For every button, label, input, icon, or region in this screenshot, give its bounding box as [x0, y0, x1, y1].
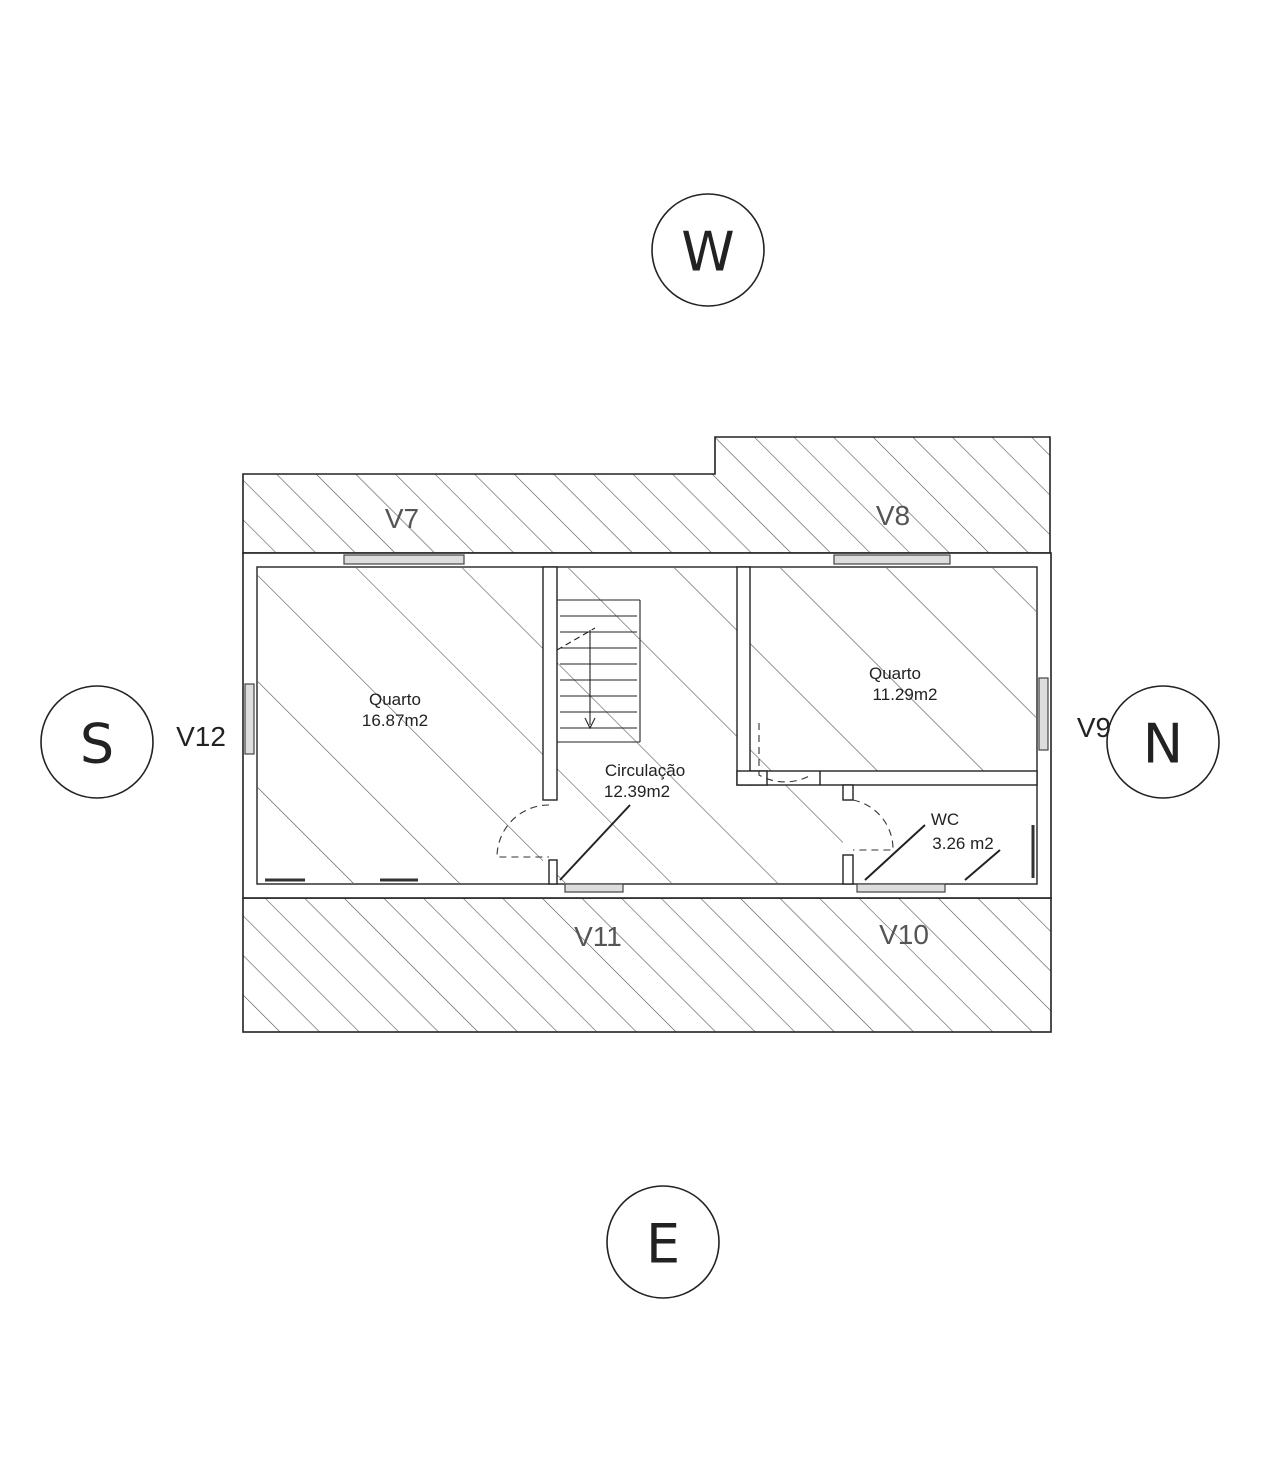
window-v11 — [564, 883, 624, 893]
room-hatching — [258, 568, 1036, 883]
compass-east-label: E — [646, 1213, 680, 1276]
window-v8 — [833, 554, 951, 565]
window-label-v10: V10 — [879, 919, 929, 950]
compass-west-label: W — [681, 221, 734, 284]
room-quarto-right-name: Quarto — [869, 664, 921, 683]
window-v9 — [1038, 677, 1049, 751]
bottom-hatched-area — [242, 897, 1052, 1033]
compass-west: W — [651, 193, 765, 307]
room-circulacao-area: 12.39m2 — [604, 782, 670, 801]
door-swings — [496, 723, 894, 858]
window-v12 — [244, 683, 255, 755]
room-quarto-right: Quarto 11.29m2 — [869, 664, 937, 704]
window-label-v8: V8 — [876, 500, 910, 531]
compass-north: N — [1106, 685, 1220, 799]
leader-lines — [559, 804, 1001, 881]
windows — [244, 554, 1049, 893]
window-label-v11: V11 — [574, 921, 622, 952]
compass-north-label: N — [1143, 713, 1183, 776]
room-wc-area: 3.26 m2 — [932, 834, 993, 853]
room-quarto-right-area: 11.29m2 — [873, 685, 938, 704]
room-wc-name: WC — [931, 810, 959, 829]
window-v10 — [856, 883, 946, 893]
room-circulacao: Circulação 12.39m2 — [604, 761, 685, 801]
window-v7 — [343, 554, 465, 565]
room-quarto-left-area: 16.87m2 — [362, 711, 428, 730]
top-hatched-area — [242, 436, 1051, 554]
compass-south: S — [40, 685, 154, 799]
compass-south-label: S — [80, 713, 114, 776]
room-wc: WC 3.26 m2 — [931, 810, 994, 853]
room-quarto-left: Quarto 16.87m2 — [362, 690, 428, 730]
interior-walls — [542, 566, 1038, 885]
sliding-marks — [265, 825, 1035, 882]
window-label-v12: V12 — [176, 721, 226, 752]
compass-east: E — [606, 1185, 720, 1299]
staircase — [556, 599, 641, 743]
room-quarto-left-name: Quarto — [369, 690, 421, 709]
window-label-v9: V9 — [1077, 712, 1111, 743]
room-circulacao-name: Circulação — [605, 761, 685, 780]
window-label-v7: V7 — [385, 503, 419, 534]
